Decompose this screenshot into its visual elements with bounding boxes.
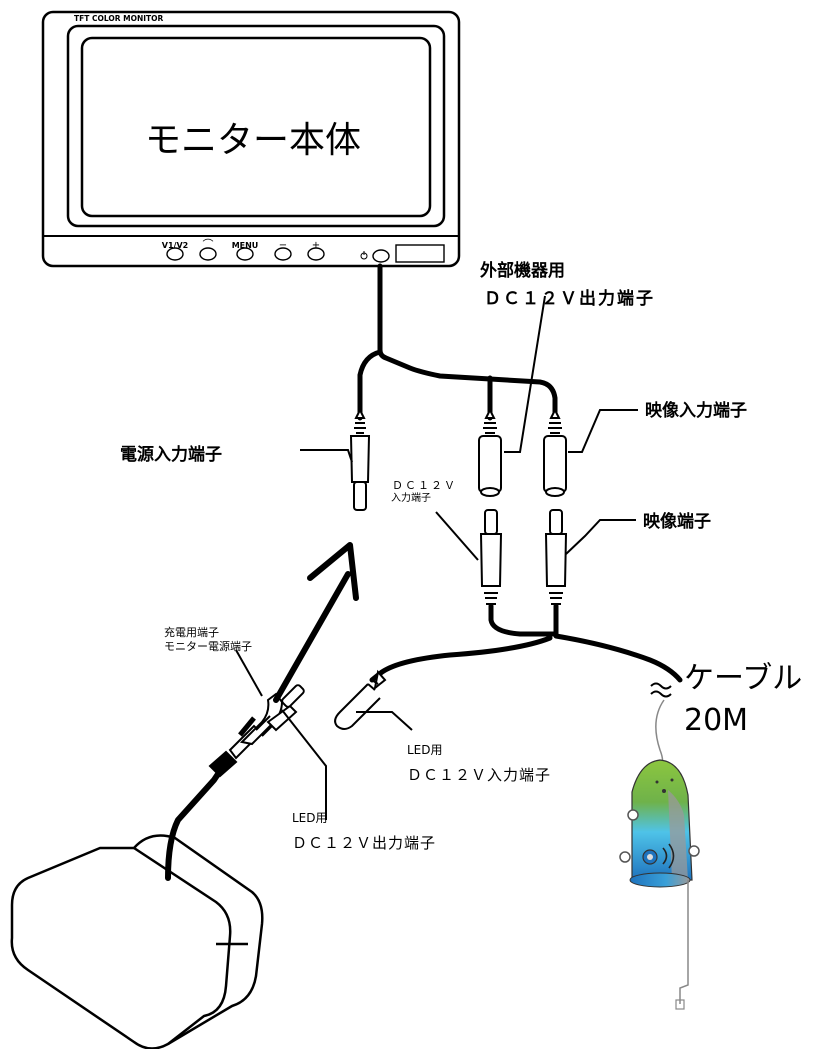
button-label-arc: ⌒ [203, 238, 214, 251]
power-input-plug [349, 407, 371, 511]
leader-lines [235, 295, 638, 820]
label-video-input: 映像入力端子 [645, 400, 747, 421]
label-led-in-1: LED用 [407, 743, 443, 757]
button-label-v1v2: V1/V2 [162, 241, 188, 250]
ir-receiver-window [395, 244, 445, 263]
monitor-screen-label: モニター本体 [145, 120, 361, 161]
label-dc-input-1: ＤＣ１２Ｖ [392, 479, 457, 492]
camera-cable-harness [369, 603, 683, 683]
arrow-to-power-input [273, 542, 359, 703]
monitor-buttons: V1/V2 ⌒ MENU − + [162, 238, 445, 263]
button-plus[interactable] [307, 247, 325, 261]
button-menu[interactable] [236, 247, 254, 261]
label-led-out-2: ＤＣ１２Ｖ出力端子 [292, 834, 436, 852]
monitor-brand-label: TFT COLOR MONITOR [74, 14, 164, 23]
button-minus[interactable] [274, 247, 292, 261]
external-dc-out-jack [478, 407, 502, 497]
video-plug [544, 509, 568, 605]
video-input-jack [543, 407, 567, 497]
led-dc-input-jack [334, 669, 387, 730]
battery-pack [10, 834, 264, 1049]
annotations: 外部機器用 ＤＣ１２Ｖ出力端子 映像入力端子 電源入力端子 ＤＣ１２Ｖ 入力端子… [120, 260, 802, 852]
label-charge-2: モニター電源端子 [164, 639, 252, 653]
label-charge-1: 充電用端子 [164, 625, 219, 639]
label-external-dc-out-1: 外部機器用 [480, 260, 565, 281]
button-label-menu: MENU [232, 241, 259, 250]
underwater-camera [619, 759, 700, 1010]
button-v1v2[interactable] [166, 247, 184, 261]
label-led-in-2: ＤＣ１２Ｖ入力端子 [407, 766, 551, 784]
dc-input-plug [479, 509, 503, 605]
label-video-terminal: 映像端子 [643, 511, 711, 532]
button-label-plus: + [312, 240, 320, 251]
button-label-minus: − [279, 240, 287, 251]
label-power-input: 電源入力端子 [120, 444, 222, 465]
battery-cable [165, 759, 229, 881]
button-arc[interactable] [199, 247, 217, 261]
label-led-out-1: LED用 [292, 811, 328, 825]
cable-break-symbol [650, 682, 672, 698]
power-button[interactable] [372, 249, 390, 263]
battery-splitter [208, 684, 305, 778]
label-cable-1: ケーブル [684, 661, 802, 696]
power-icon [360, 251, 368, 260]
label-external-dc-out-2: ＤＣ１２Ｖ出力端子 [484, 288, 655, 309]
label-cable-2: 20M [684, 703, 748, 738]
monitor: TFT COLOR MONITOR モニター本体 V1/V2 ⌒ MENU − … [41, 10, 461, 268]
label-dc-input-2: 入力端子 [391, 491, 431, 504]
